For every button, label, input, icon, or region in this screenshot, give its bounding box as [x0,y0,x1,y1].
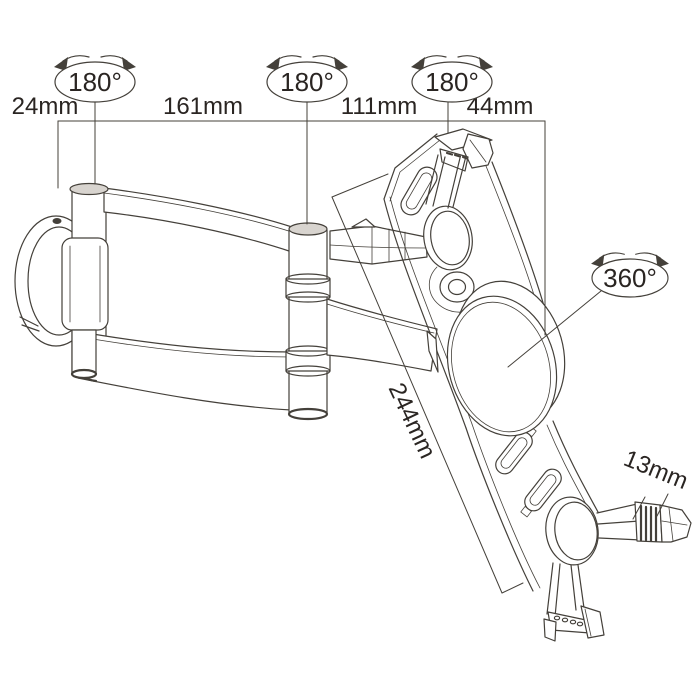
rotate-360-label: 360° [603,263,657,293]
wall-mount-assembly [14,182,331,421]
dimension-labels: 24mm 161mm 111mm 44mm 244mm 13mm [12,93,692,495]
swivel-right-label: 180° [425,67,479,97]
holder-arm [326,218,438,372]
elbow-joint [285,222,331,421]
screw-dot [52,218,62,224]
label-13mm: 13mm [620,445,692,495]
swivel-callout-left: 180° [53,55,137,103]
adjustment-slot-low [520,468,562,518]
rotate-callout-360: 360° [507,252,670,368]
label-161mm: 161mm [163,93,243,120]
swivel-mid-label: 180° [280,67,334,97]
arm-link-lower [73,330,292,411]
arm-link-upper [103,187,293,253]
tablet-holder-assembly [326,128,692,642]
label-244mm: 244mm [383,379,441,463]
rotation-disc [446,280,566,437]
pivot-knob-top [423,205,473,271]
label-24mm: 24mm [12,93,79,120]
swivel-callout-right: 180° [410,55,494,103]
swivel-left-label: 180° [68,67,122,97]
dimension-lines [57,100,669,594]
pivot-knob-bottom [545,496,599,566]
label-111mm: 111mm [341,93,417,120]
side-clamp-arm [596,501,692,543]
top-clamp [425,128,494,209]
post-hinge-knuckle [61,237,109,380]
rotation-callouts: 180° 180° 180° 360° [53,55,670,368]
swivel-callout-mid: 180° [265,55,349,103]
post-cap [69,182,109,196]
bottom-foot [543,562,605,642]
